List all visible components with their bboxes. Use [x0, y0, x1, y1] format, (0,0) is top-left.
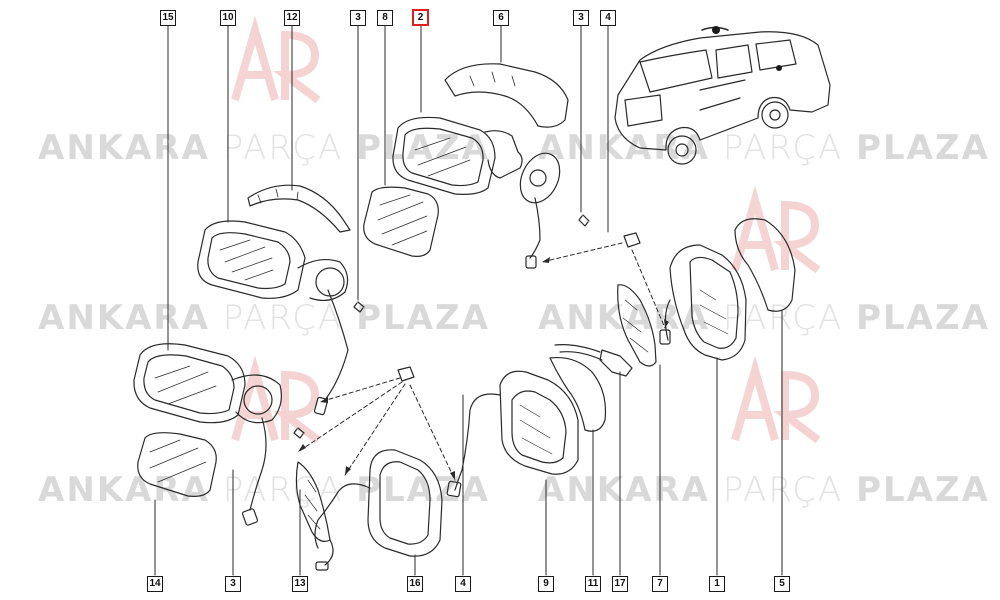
callout-3-bottom: 3: [225, 576, 241, 592]
part-16-housing-shell: [314, 449, 443, 557]
part-8-mirror-glass: [363, 186, 439, 257]
assembly-arrows: [297, 242, 666, 481]
callout-13: 13: [292, 576, 308, 592]
callout-15-top: 15: [160, 10, 176, 26]
callout-16: 16: [407, 576, 423, 592]
callout-2-highlighted: 2: [412, 9, 429, 26]
part-15-mirror-assembly: [133, 343, 282, 526]
callout-5: 5: [774, 576, 790, 592]
callout-17: 17: [612, 576, 628, 592]
part-7-mirror-glass: [617, 284, 657, 367]
callout-10: 10: [220, 10, 236, 26]
callout-4-top: 4: [600, 10, 616, 26]
vehicle-mirror-markers: [712, 26, 782, 71]
leader-lines: [154, 25, 783, 576]
screws: [293, 214, 590, 439]
callout-4-bottom: 4: [455, 576, 471, 592]
watermark-logo-marks: [231, 15, 821, 444]
part-12-trim-strip: [247, 184, 351, 233]
part-4-clip: [397, 232, 641, 382]
callout-7: 7: [652, 576, 668, 592]
part-5-cover-cap: [734, 218, 796, 312]
callout-1: 1: [709, 576, 725, 592]
part-10-mirror-housing: [197, 220, 349, 416]
part-11-lower-cover: [549, 356, 607, 432]
part-1-mirror-housing: [659, 244, 747, 361]
callout-8: 8: [377, 10, 393, 26]
callout-6: 6: [493, 10, 509, 26]
part-6-cover-cap: [444, 63, 569, 128]
part-17-puddle-lamp: [554, 344, 633, 377]
arrow-heads: [298, 257, 669, 480]
callout-12: 12: [284, 10, 300, 26]
part-14-mirror-glass: [137, 432, 217, 497]
part-9-motor-housing: [446, 370, 579, 498]
callout-3-top-left: 3: [350, 10, 366, 26]
part-2-mirror-assembly: [392, 116, 561, 269]
callout-9: 9: [538, 576, 554, 592]
callout-14: 14: [147, 576, 163, 592]
callout-3-top-right: 3: [573, 10, 589, 26]
vehicle-illustration: [614, 26, 831, 165]
callout-11: 11: [585, 576, 601, 592]
part-13-heating-element: [295, 461, 334, 571]
